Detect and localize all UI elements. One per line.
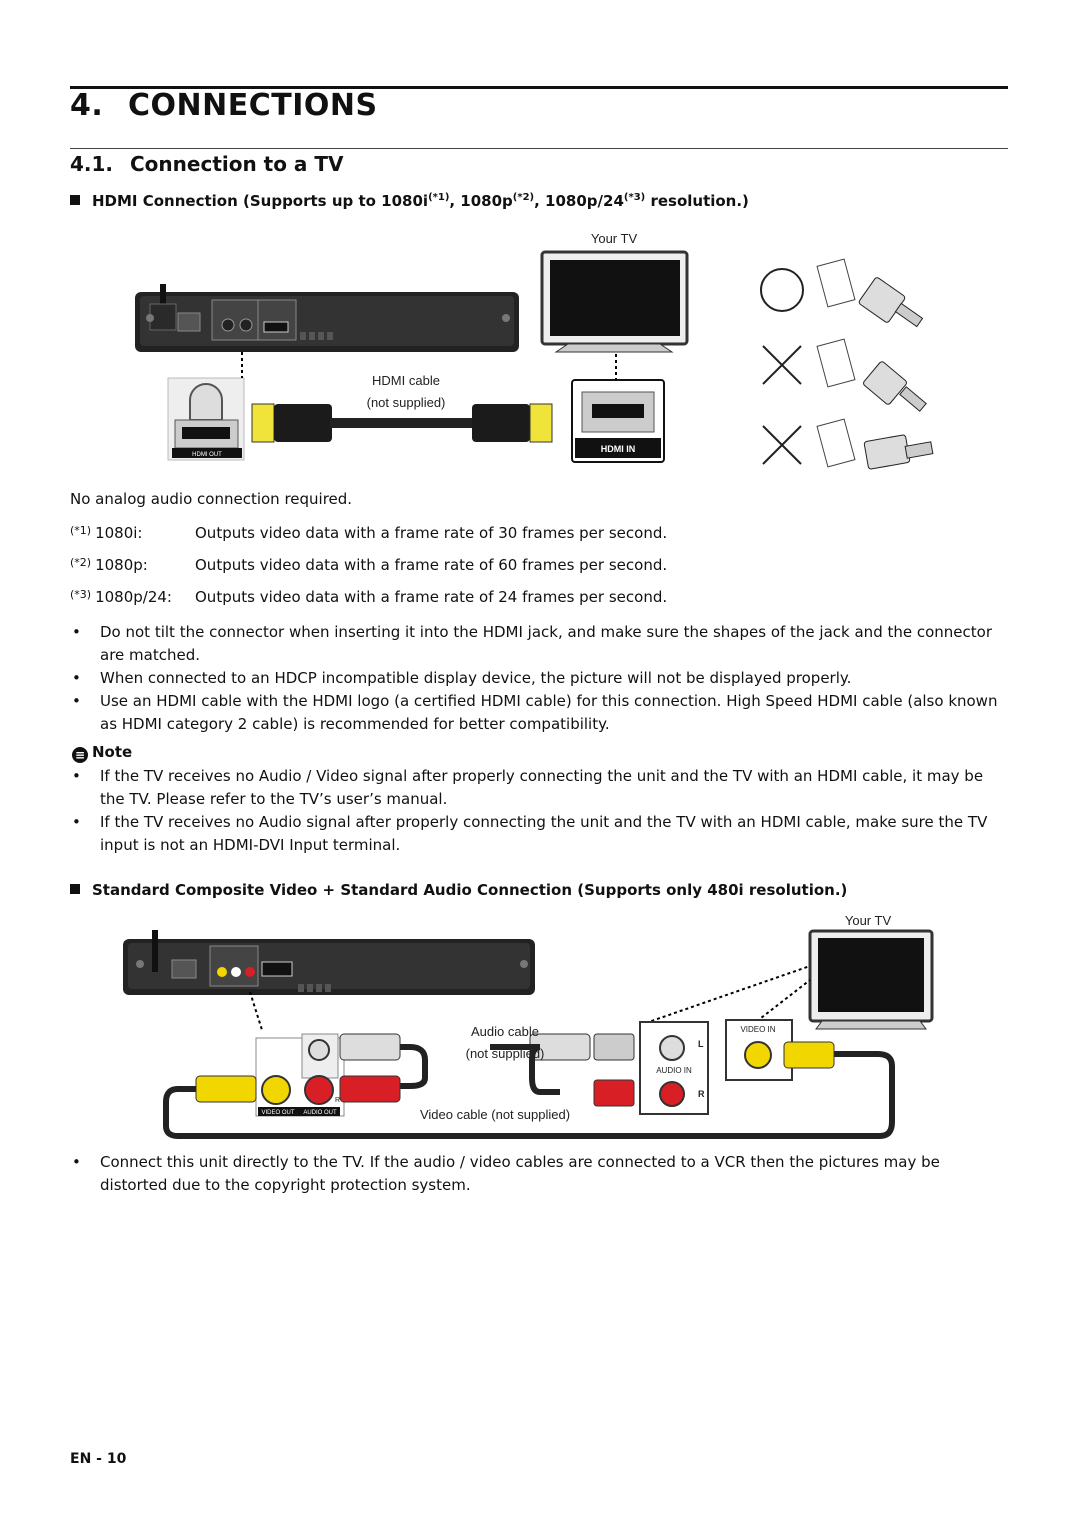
footnote-1080i: (*1)1080i:Outputs video data with a fram…: [70, 524, 668, 542]
ok-circle-icon: [760, 268, 804, 312]
tv-audio-in-closeup: AUDIO IN L R: [639, 1021, 709, 1115]
audio-cable-label: Audio cable: [471, 1024, 539, 1039]
audio-not-supplied-label: (not supplied): [466, 1046, 545, 1061]
chapter-rule: [70, 86, 1008, 89]
section-rule: [70, 148, 1008, 149]
video-cable: [163, 1041, 895, 1139]
video-out-label: VIDEO OUT: [261, 1110, 294, 1116]
list-item: If the TV receives no Audio signal after…: [70, 811, 1010, 857]
chapter-title: 4.CONNECTIONS: [70, 88, 378, 123]
hdmi-out-jack-closeup: HDMI OUT: [167, 377, 245, 461]
footnote-1080p: (*2)1080p:Outputs video data with a fram…: [70, 556, 668, 574]
hdmi-plug-flipped-icon: [816, 418, 934, 470]
ng-cross-icon: [762, 345, 802, 385]
tv-illustration-1: [540, 250, 689, 353]
hdmi-heading: HDMI Connection (Supports up to 1080i(*1…: [70, 192, 749, 210]
list-item: Use an HDMI cable with the HDMI logo (a …: [70, 690, 1010, 736]
your-tv-label-1: Your TV: [591, 231, 638, 246]
tv-video-in-closeup: VIDEO IN: [725, 1019, 793, 1081]
square-bullet-icon: [70, 194, 80, 205]
player-right-label: R: [335, 1097, 340, 1104]
your-tv-label-2: Your TV: [845, 913, 892, 928]
list-item: If the TV receives no Audio / Video sign…: [70, 765, 1010, 811]
audio-out-label: AUDIO OUT: [303, 1110, 337, 1116]
list-item: Do not tilt the connector when inserting…: [70, 621, 1010, 667]
section-title: 4.1.Connection to a TV: [70, 152, 344, 176]
hdmi-bullet-list: Do not tilt the connector when inserting…: [70, 621, 1010, 736]
note-list: If the TV receives no Audio / Video sign…: [70, 765, 1010, 857]
ng-cross-icon: [762, 425, 802, 465]
page-number: EN - 10: [70, 1451, 127, 1467]
list-item: Connect this unit directly to the TV. If…: [70, 1151, 1010, 1197]
tv-right-label: R: [698, 1089, 705, 1099]
composite-bullet-list: Connect this unit directly to the TV. If…: [70, 1151, 1010, 1197]
footnote-1080p24: (*3)1080p/24:Outputs video data with a f…: [70, 588, 668, 606]
hdmi-in-label: HDMI IN: [601, 444, 636, 454]
tv-illustration-2: [808, 929, 934, 1030]
hdmi-cable-label: HDMI cable: [372, 373, 440, 388]
hdmi-connection-diagram: HDMI OUT HDMI cable (not supplied) Your …: [135, 231, 934, 470]
note-icon: ≡: [72, 747, 88, 763]
audio-in-label: AUDIO IN: [656, 1066, 692, 1075]
hdmi-plug-tilted-icon: [816, 338, 927, 412]
composite-heading: Standard Composite Video + Standard Audi…: [70, 881, 847, 899]
player-av-out-closeup: VIDEO OUT AUDIO OUT L R: [255, 1033, 345, 1117]
video-cable-label: Video cable (not supplied): [420, 1107, 570, 1122]
hdmi-in-jack-closeup: HDMI IN: [571, 379, 665, 463]
player-rear-panel: [135, 284, 519, 352]
hdmi-cable: [251, 403, 553, 443]
video-in-label: VIDEO IN: [740, 1025, 775, 1034]
square-bullet-icon: [70, 883, 80, 894]
player-rear-panel-2: [123, 930, 535, 995]
hdmi-plug-correct-icon: [816, 258, 924, 328]
hdmi-out-label: HDMI OUT: [192, 452, 222, 458]
tv-left-label: L: [698, 1039, 704, 1049]
list-item: When connected to an HDCP incompatible d…: [70, 667, 1010, 690]
hdmi-not-supplied-label: (not supplied): [367, 395, 446, 410]
composite-connection-diagram: Your TV VIDEO OUT AUDIO OUT L R: [123, 913, 934, 1139]
no-analog-text: No analog audio connection required.: [70, 490, 353, 508]
audio-cable: [339, 1033, 635, 1107]
note-heading: ≡Note: [72, 743, 132, 763]
